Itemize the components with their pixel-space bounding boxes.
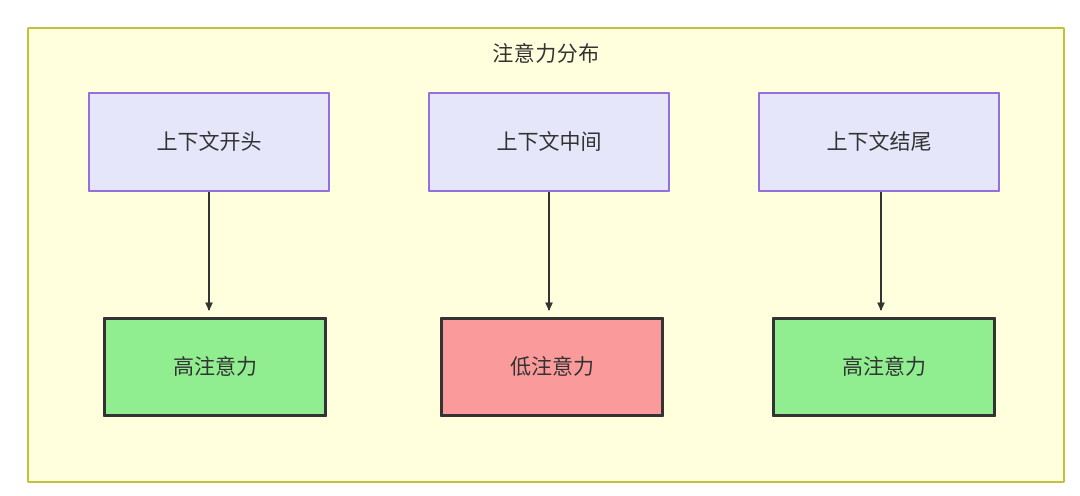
subgraph-title: 注意力分布 xyxy=(492,43,600,66)
node-context-middle[interactable]: 上下文中间 xyxy=(428,92,670,192)
node-high-attention-end[interactable]: 高注意力 xyxy=(772,317,996,417)
node-context-end[interactable]: 上下文结尾 xyxy=(758,92,1000,192)
node-context-start[interactable]: 上下文开头 xyxy=(88,92,330,192)
node-high-attention-start[interactable]: 高注意力 xyxy=(103,317,327,417)
node-low-attention-middle[interactable]: 低注意力 xyxy=(440,317,664,417)
